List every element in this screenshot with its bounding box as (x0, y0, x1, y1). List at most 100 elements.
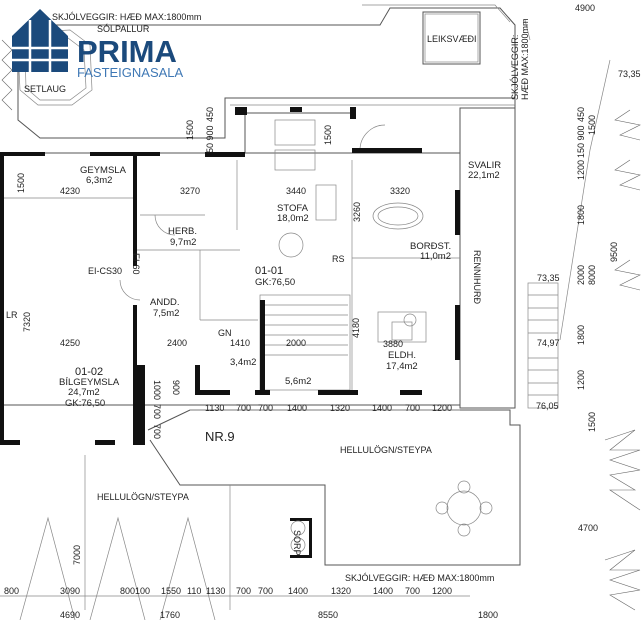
unit-0102-name: BÍLGEYMSLA (59, 377, 120, 388)
dim: 700 (258, 403, 273, 413)
interior-lines (0, 112, 461, 406)
dim: 1800 (576, 205, 586, 225)
house-number: NR.9 (205, 429, 235, 444)
dim: 7320 (22, 312, 32, 332)
paving-label-1: HELLULÖGN/STEYPA (340, 445, 432, 455)
dim: 7000 (72, 545, 82, 565)
room-bordst-area: 11,0m2 (420, 251, 451, 262)
dim: 1500 (587, 412, 597, 432)
dim: 700 (152, 404, 162, 419)
interior-stairs (262, 304, 348, 356)
dim: 2000 (286, 338, 306, 348)
deck-label: SÓLPALLUR (97, 24, 150, 34)
dim: 1500 (185, 120, 195, 140)
dim: 700 (236, 403, 251, 413)
dim: 150 900 (576, 125, 586, 158)
dim: 1130 (205, 403, 224, 413)
trees (1, 39, 641, 611)
room-svalir-area: 22,1m2 (468, 170, 500, 181)
dim: 700 (258, 586, 273, 596)
dim: 4700 (578, 523, 598, 533)
dim: 1200 (432, 403, 452, 413)
dim: 2000 (576, 265, 586, 285)
dim: 900 (171, 380, 181, 395)
fire-wall-label: EI-60 (131, 253, 141, 275)
fence-label-bottom: SKJÓLVEGGIR: HÆÐ MAX:1800mm (345, 573, 494, 583)
dim: 1200 (432, 586, 452, 596)
dim: 110 (187, 586, 201, 596)
fire-door-label: EI-CS30 (88, 266, 122, 276)
dim: 4180 (351, 318, 361, 338)
unit-0101-id: 01-01 (255, 265, 283, 277)
play-area-label: LEIKSVÆÐI (427, 34, 477, 44)
room-svalir-name: SVALIR (468, 160, 501, 171)
room-eldh-area: 17,4m2 (386, 361, 418, 372)
logo-name: PRIMA (77, 34, 177, 69)
dim: 1320 (331, 586, 351, 596)
dim: 1000 (152, 380, 162, 400)
elevations: 73,35 73,35 74,97 76,05 (536, 69, 641, 411)
elevation: 73,35 (537, 273, 560, 283)
dim: 2400 (167, 338, 187, 348)
room-stofa-name: STOFA (277, 203, 309, 214)
room-geymsla-name: GEYMSLA (80, 165, 127, 176)
prima-logo: PRIMA FASTEIGNASALA (12, 9, 184, 80)
room-wc-area: 3,4m2 (230, 357, 256, 368)
dim: 4690 (60, 610, 80, 620)
dim: 1200 (576, 370, 586, 390)
dim: 1500 (16, 173, 26, 193)
dim: 4230 (60, 186, 80, 196)
lr-label: LR (6, 310, 18, 320)
dim: 1400 (373, 586, 393, 596)
dim: 3880 (383, 339, 403, 349)
dim: 700 (405, 586, 420, 596)
dim-row-1: 1130 700 700 1400 1320 1400 700 1200 (205, 403, 452, 413)
fence-label-right-2: HÆÐ MAX:1800mm (520, 18, 530, 100)
room-andd-area: 7,5m2 (153, 308, 179, 319)
annotations: SKJÓLVEGGIR: HÆÐ MAX:1800mm SÓLPALLUR SE… (6, 12, 530, 583)
dim: 1130 (206, 586, 225, 596)
dim: 1410 (230, 338, 250, 348)
dim: 3260 (352, 202, 362, 222)
fence-label-right-1: SKJÓLVEGGIR: (510, 35, 520, 100)
dim: 1800 (478, 610, 498, 620)
unit-0102-area: 24,7m2 (68, 387, 100, 398)
dim: 800100 (120, 586, 150, 596)
site-lines (0, 4, 611, 620)
room-geymsla-area: 6,3m2 (86, 175, 112, 186)
elevation: 74,97 (537, 338, 560, 348)
dim: 4900 (575, 3, 595, 13)
dim: 1400 (288, 586, 308, 596)
room-herb-area: 9,7m2 (170, 237, 196, 248)
dim: 450 (576, 107, 586, 122)
outdoor-stairs (528, 294, 558, 396)
dim-row-3: 4690 1760 8550 1800 (60, 610, 498, 620)
room-herb-name: HERB. (168, 226, 197, 237)
dim: 3440 (286, 186, 306, 196)
fence-label-top: SKJÓLVEGGIR: HÆÐ MAX:1800mm (52, 12, 201, 22)
dim: 1400 (372, 403, 392, 413)
dim: 1200 (576, 160, 586, 180)
dim: 800 (4, 586, 19, 596)
dim: 4250 (60, 338, 80, 348)
dim: 1800 (576, 325, 586, 345)
dim: 700 (236, 586, 251, 596)
rooms: GEYMSLA 6,3m2 SVALIR 22,1m2 STOFA 18,0m2… (59, 160, 501, 409)
room-andd-name: ANDD. (150, 297, 180, 308)
dim: 450 (205, 107, 215, 122)
elevation: 73,35 (618, 69, 641, 79)
room-eldh-name: ELDH. (388, 350, 416, 361)
dim: 1320 (330, 403, 350, 413)
dim-row-2: 800 3090 800100 1550 110 1130 700 700 14… (4, 586, 452, 596)
dim: 3090 (60, 586, 80, 596)
dim: 700 (405, 403, 420, 413)
dim: 8000 (587, 265, 597, 285)
sliding-door-label: RENNIHURÐ (472, 250, 482, 305)
dim: 3320 (390, 186, 410, 196)
elevation: 76,05 (536, 401, 559, 411)
logo-subtitle: FASTEIGNASALA (77, 65, 184, 80)
room-stofa-area: 18,0m2 (277, 213, 309, 224)
dim: 3270 (180, 186, 200, 196)
